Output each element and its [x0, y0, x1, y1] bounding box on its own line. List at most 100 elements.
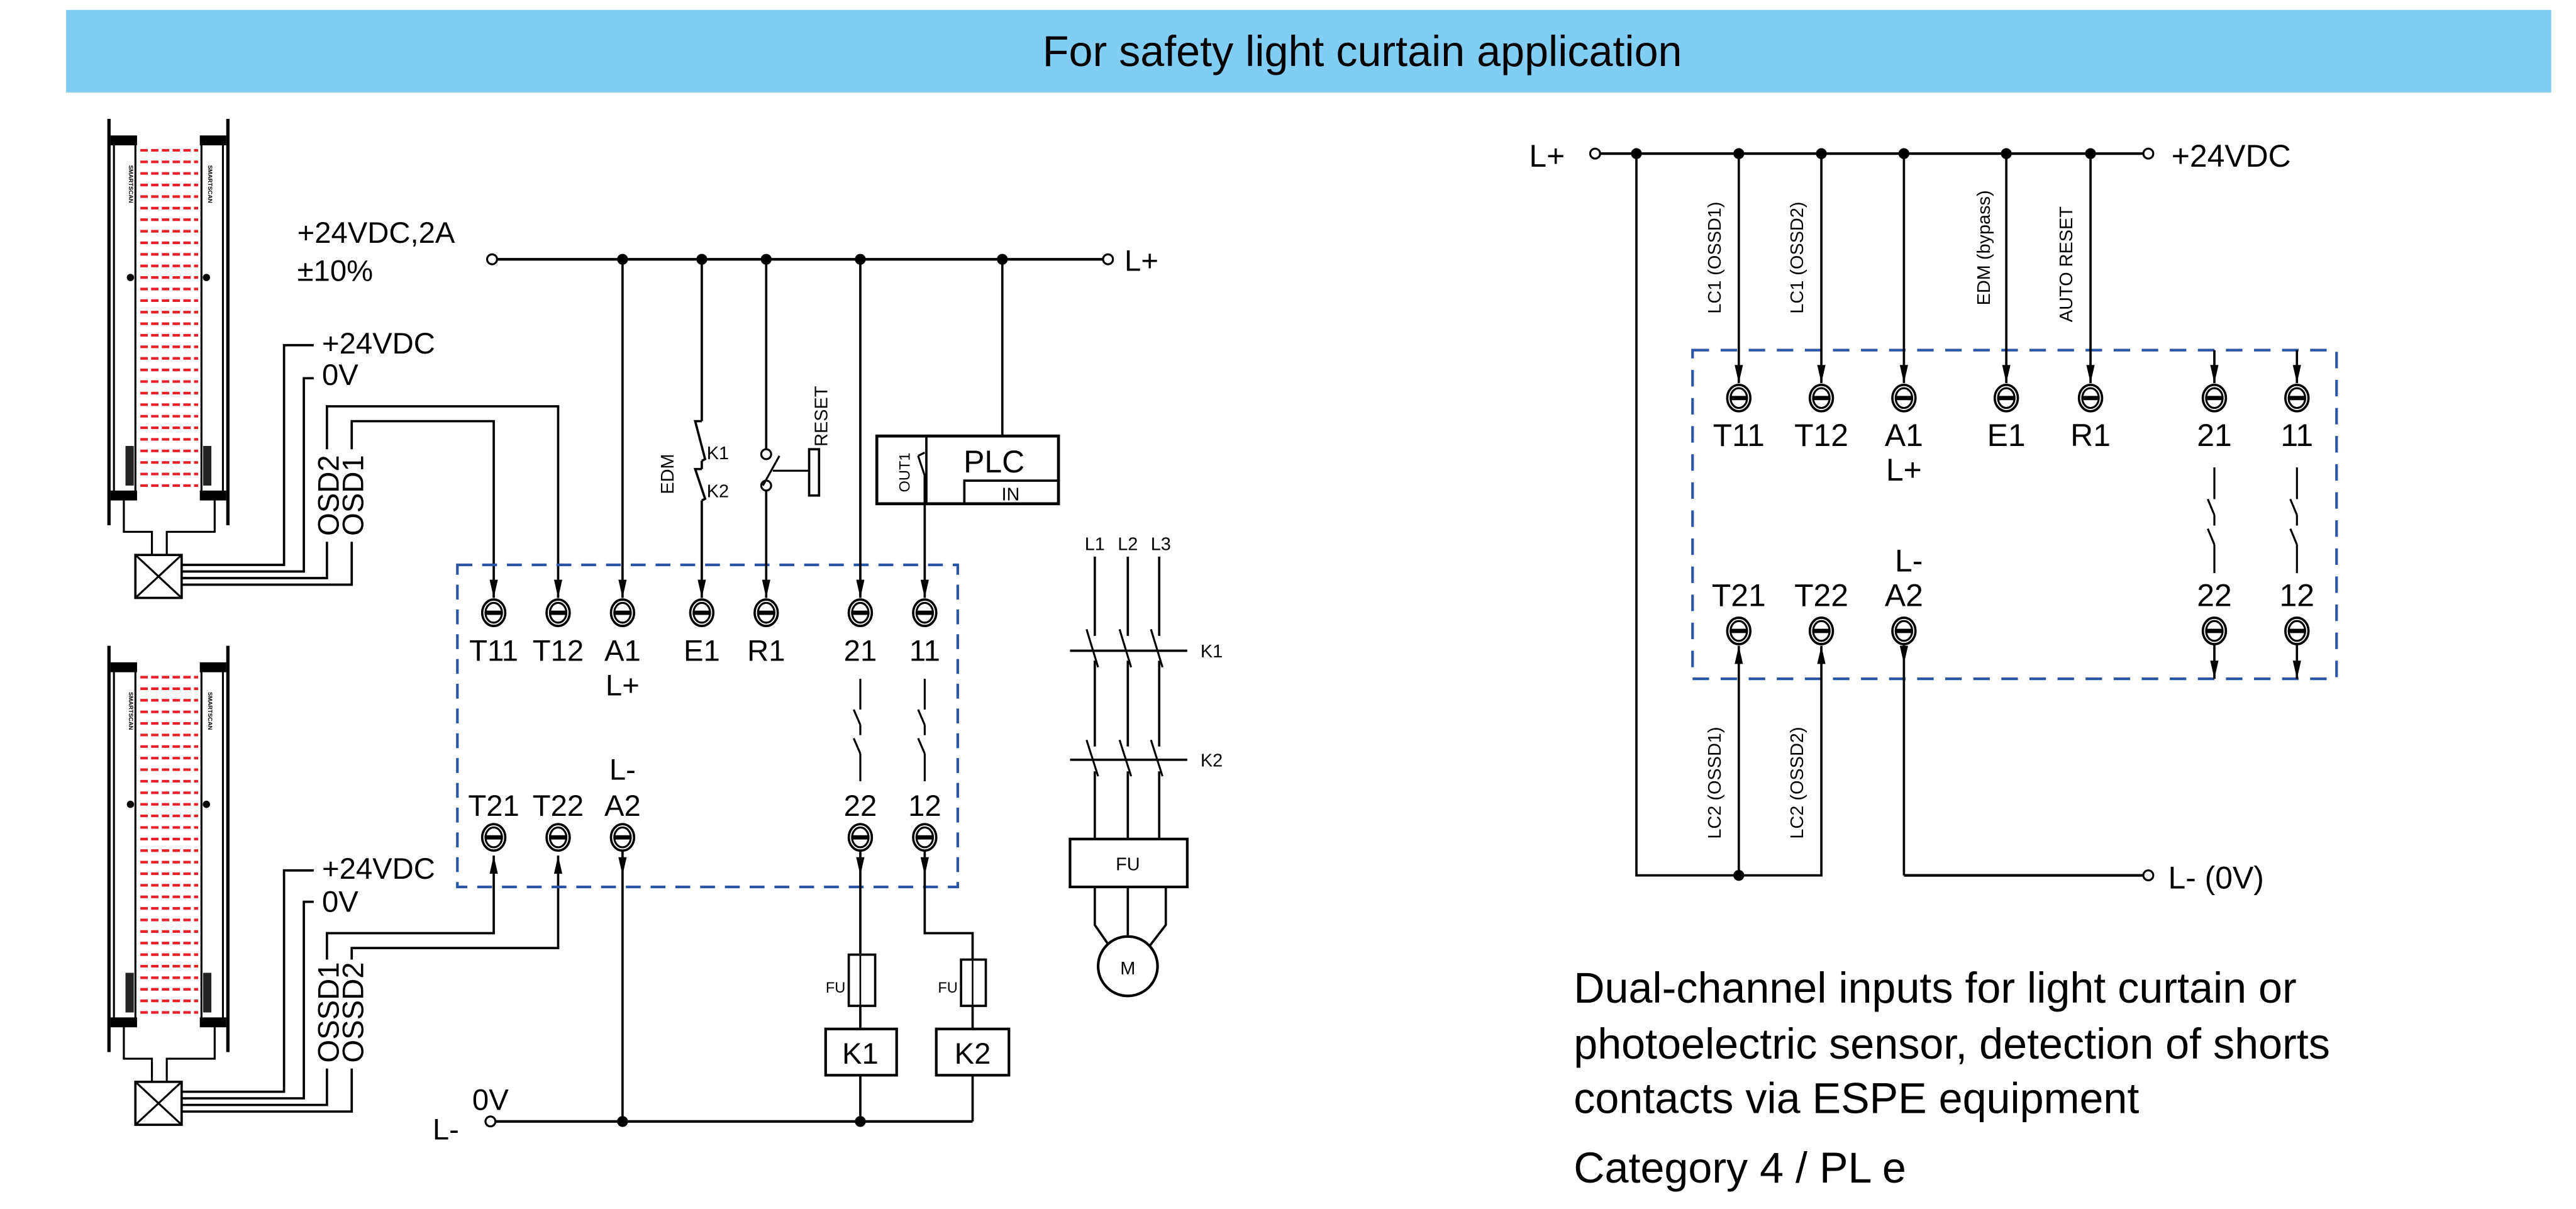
description-line: photoelectric sensor, detection of short…	[1574, 1020, 2330, 1068]
terminal-label: 12	[2280, 578, 2314, 613]
terminal-label: 12	[908, 789, 941, 823]
edm-k1-label: K1	[707, 443, 729, 464]
arrow-icon	[489, 579, 498, 598]
arrow-icon	[2086, 365, 2095, 384]
contact	[2289, 498, 2298, 516]
indicator	[126, 800, 135, 808]
wire	[181, 900, 314, 1100]
terminal-label: A1	[604, 634, 641, 667]
ossd2-label: OSSD2	[337, 962, 370, 1062]
wire	[181, 1068, 353, 1113]
screw-slot	[2206, 396, 2223, 401]
wire	[923, 850, 974, 960]
junction-dot	[1733, 869, 1745, 881]
screw-slot	[1896, 396, 1913, 401]
end-cap	[199, 1017, 226, 1028]
connector-box	[135, 554, 182, 599]
screw-slot	[614, 835, 631, 840]
curtain1-24v-label: +24VDC	[322, 327, 435, 360]
brand-logo: SMARTSCAN	[206, 692, 213, 730]
arrow-icon	[762, 579, 770, 598]
category-label: Category 4 / PL e	[1574, 1144, 1906, 1192]
terminal-point	[760, 448, 772, 460]
screw-slot	[1998, 396, 2015, 401]
terminal-label: R1	[747, 634, 785, 667]
arrow-icon	[553, 855, 563, 874]
phase-l2-label: L2	[1118, 534, 1138, 554]
indicator	[126, 274, 135, 281]
wire-label-lc2-ossd1: LC2 (OSSD1)	[1705, 727, 1725, 839]
wire-label-auto-reset: AUTO RESET	[2057, 206, 2077, 322]
screw-slot	[2289, 396, 2306, 401]
plc-output-contact	[917, 455, 926, 476]
screw-slot	[852, 835, 869, 840]
wire	[1148, 886, 1167, 947]
contact	[917, 709, 926, 726]
safety-relay-module	[1691, 348, 2338, 681]
contact	[2289, 528, 2298, 545]
terminal-label: T11	[1713, 418, 1765, 453]
junction-dot	[617, 1116, 628, 1127]
k1-contact	[1150, 628, 1163, 668]
contact	[2207, 528, 2216, 545]
wire-label-lc1-ossd2: LC1 (OSSD2)	[1787, 202, 1807, 314]
coil-k1-label: K1	[842, 1037, 879, 1071]
motor-k2-label: K2	[1201, 750, 1223, 771]
end-cap	[110, 1017, 137, 1028]
arrow-icon	[553, 579, 563, 598]
edm-label: EDM	[658, 454, 678, 494]
curtain-cable	[123, 500, 153, 555]
screw-slot	[2082, 396, 2099, 401]
motor-fuse-box	[1069, 837, 1189, 889]
motor-k1-label: K1	[1201, 642, 1223, 662]
status-led	[203, 972, 212, 1013]
wire	[181, 1068, 328, 1106]
plc-out1-label: OUT1	[897, 452, 914, 492]
terminal-label: A2	[604, 789, 641, 823]
light-curtain-emitter	[113, 139, 136, 497]
screw-slot	[2289, 628, 2306, 633]
supply-tolerance: ±10%	[297, 254, 374, 287]
terminal-point	[486, 253, 498, 265]
osd1-label: OSD1	[337, 455, 370, 536]
curtain-cable	[123, 1027, 153, 1082]
arrow-icon	[1817, 365, 1826, 384]
contact	[853, 737, 862, 754]
terminal-label: T12	[1794, 418, 1848, 453]
screw-slot	[1813, 396, 1830, 401]
k2-contact	[1085, 739, 1099, 777]
reset-button-icon	[808, 448, 821, 497]
terminal-label: T12	[533, 634, 584, 667]
arrow-icon	[2292, 365, 2301, 384]
terminal-label: 21	[2197, 418, 2231, 453]
status-led	[125, 972, 134, 1013]
screw-slot	[852, 610, 869, 615]
arrow-icon	[1735, 365, 1743, 384]
arrow-icon	[856, 579, 865, 598]
end-cap	[199, 662, 226, 672]
phase-l3-label: L3	[1151, 534, 1171, 554]
zero-v-label: 0V	[472, 1083, 509, 1117]
arrow-icon	[1899, 365, 1908, 384]
curtain-cable	[165, 500, 216, 555]
wire	[181, 542, 353, 586]
terminal-label: T22	[1794, 578, 1848, 613]
brand-logo: SMARTSCAN	[127, 165, 134, 203]
status-led	[125, 445, 134, 486]
wire	[693, 467, 707, 502]
arrow-icon	[1899, 645, 1908, 664]
contact	[2207, 498, 2216, 516]
plc-in-label: IN	[1001, 485, 1019, 505]
safety-relay-module	[456, 563, 959, 889]
end-cap	[110, 662, 137, 672]
plc-label: PLC	[963, 444, 1024, 479]
arrow-icon	[920, 579, 929, 598]
arrow-icon	[697, 579, 706, 598]
junction-dot	[1631, 148, 1642, 159]
junction-dot	[1816, 148, 1827, 159]
a2-lminus-label: L-	[1895, 543, 1923, 578]
terminal-label: 11	[909, 634, 940, 667]
screw-slot	[2206, 628, 2223, 633]
arrow-icon	[2210, 365, 2219, 384]
motor-icon	[1096, 935, 1159, 998]
